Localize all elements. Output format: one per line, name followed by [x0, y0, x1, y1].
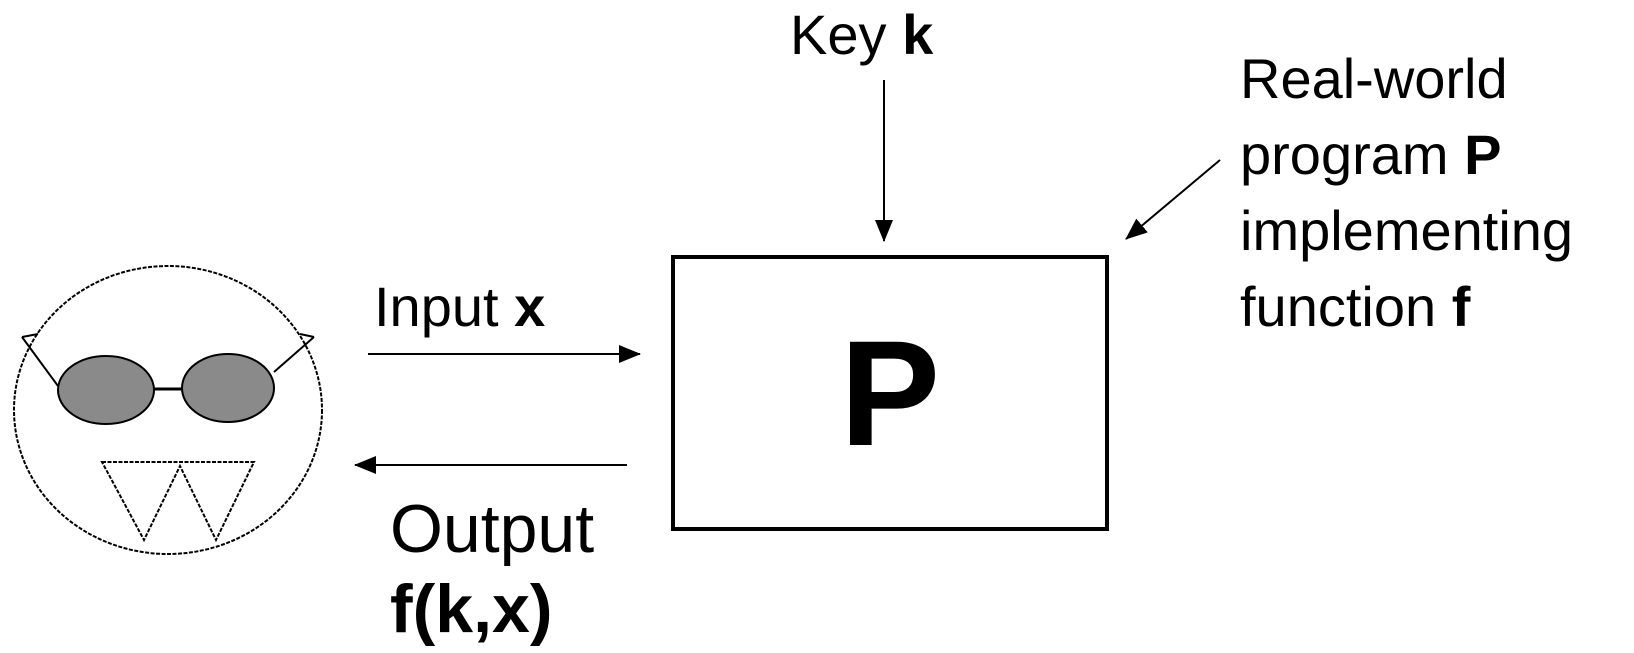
program-box	[671, 255, 1109, 531]
program-annotation-line-2: program P	[1240, 117, 1573, 193]
program-annotation-line-2-symbol: P	[1464, 123, 1502, 186]
input-label-prefix: Input	[374, 275, 499, 338]
program-note-arrow	[1125, 159, 1221, 240]
glasses-temple-left	[21, 336, 59, 387]
program-annotation-line-2-prefix: program	[1240, 123, 1449, 186]
key-label: Key k	[790, 7, 933, 63]
program-annotation-line-1: Real-world	[1240, 47, 1508, 110]
glasses-arm-left-top	[21, 333, 39, 338]
key-label-symbol: k	[902, 3, 934, 66]
program-annotation-line-4-symbol: f	[1451, 275, 1471, 338]
program-annotation: Real-world program P implementing functi…	[1240, 41, 1573, 345]
output-label-line-1: Output	[390, 491, 595, 567]
face-outline	[13, 265, 323, 555]
key-label-prefix: Key	[790, 3, 887, 66]
program-annotation-line-4: function f	[1240, 269, 1573, 345]
glasses-lens-right	[181, 353, 275, 423]
output-label: Output f(k,x)	[390, 489, 594, 649]
input-label: Input x	[374, 279, 545, 335]
glasses-temple-right	[273, 336, 315, 373]
fangs	[100, 461, 256, 543]
adversary-face-icon	[13, 265, 323, 555]
output-label-line-2: f(k,x)	[390, 571, 553, 647]
glasses-lens-left	[57, 355, 155, 425]
glasses-arm-right-top	[299, 333, 315, 338]
program-annotation-line-3: implementing	[1240, 199, 1574, 262]
program-box-label: P	[839, 309, 941, 477]
input-label-symbol: x	[514, 275, 546, 338]
program-annotation-line-4-prefix: function	[1240, 275, 1437, 338]
